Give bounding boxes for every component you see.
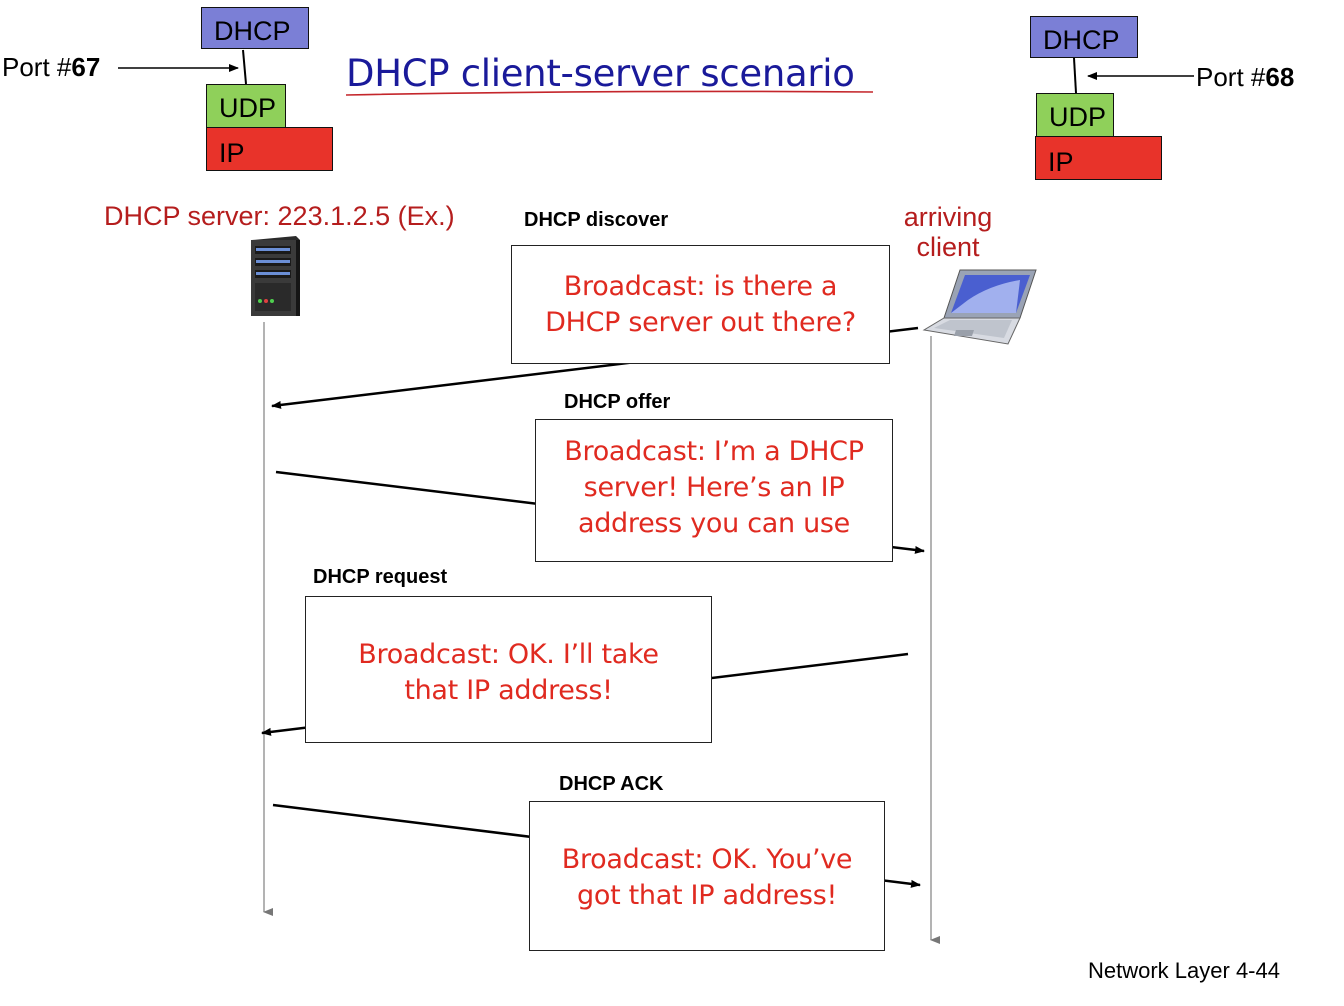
server-udp-layer: UDP <box>206 84 286 128</box>
discover-message-box: Broadcast: is there a DHCP server out th… <box>511 245 890 364</box>
offer-label: DHCP offer <box>564 391 671 413</box>
server-label: DHCP server: 223.1.2.5 (Ex.) <box>104 201 455 231</box>
ack-message-box: Broadcast: OK. You’ve got that IP addres… <box>529 801 885 951</box>
server-port-label: Port #67 <box>2 52 101 82</box>
request-message-box: Broadcast: OK. I’ll take that IP address… <box>305 596 712 743</box>
laptop-icon <box>922 269 1037 345</box>
server-tower-icon <box>251 236 300 316</box>
client-udp-layer: UDP <box>1036 93 1114 137</box>
server-dhcp-layer: DHCP <box>201 7 309 49</box>
client-stack-stem <box>1073 57 1077 94</box>
page-title: DHCP client-server scenario <box>346 52 855 95</box>
offer-message-box: Broadcast: I’m a DHCP server! Here’s an … <box>535 419 893 562</box>
title-underline <box>345 90 874 96</box>
client-ip-layer: IP <box>1035 136 1162 180</box>
slide-footer: Network Layer 4-44 <box>1088 958 1280 983</box>
server-stack-stem <box>242 49 247 85</box>
ack-message-text: Broadcast: OK. You’ve got that IP addres… <box>561 844 853 911</box>
discover-message-text: Broadcast: is there a DHCP server out th… <box>545 270 856 338</box>
request-message-text: Broadcast: OK. I’ll take that IP address… <box>358 638 659 706</box>
client-dhcp-layer: DHCP <box>1030 16 1138 58</box>
request-label: DHCP request <box>313 566 448 588</box>
client-label: arriving client <box>903 202 993 262</box>
offer-message-text: Broadcast: I’m a DHCP server! Here’s an … <box>564 435 864 539</box>
client-port-label: Port #68 <box>1196 62 1295 92</box>
server-ip-layer: IP <box>206 127 333 171</box>
ack-label: DHCP ACK <box>559 773 664 795</box>
discover-label: DHCP discover <box>524 209 669 231</box>
